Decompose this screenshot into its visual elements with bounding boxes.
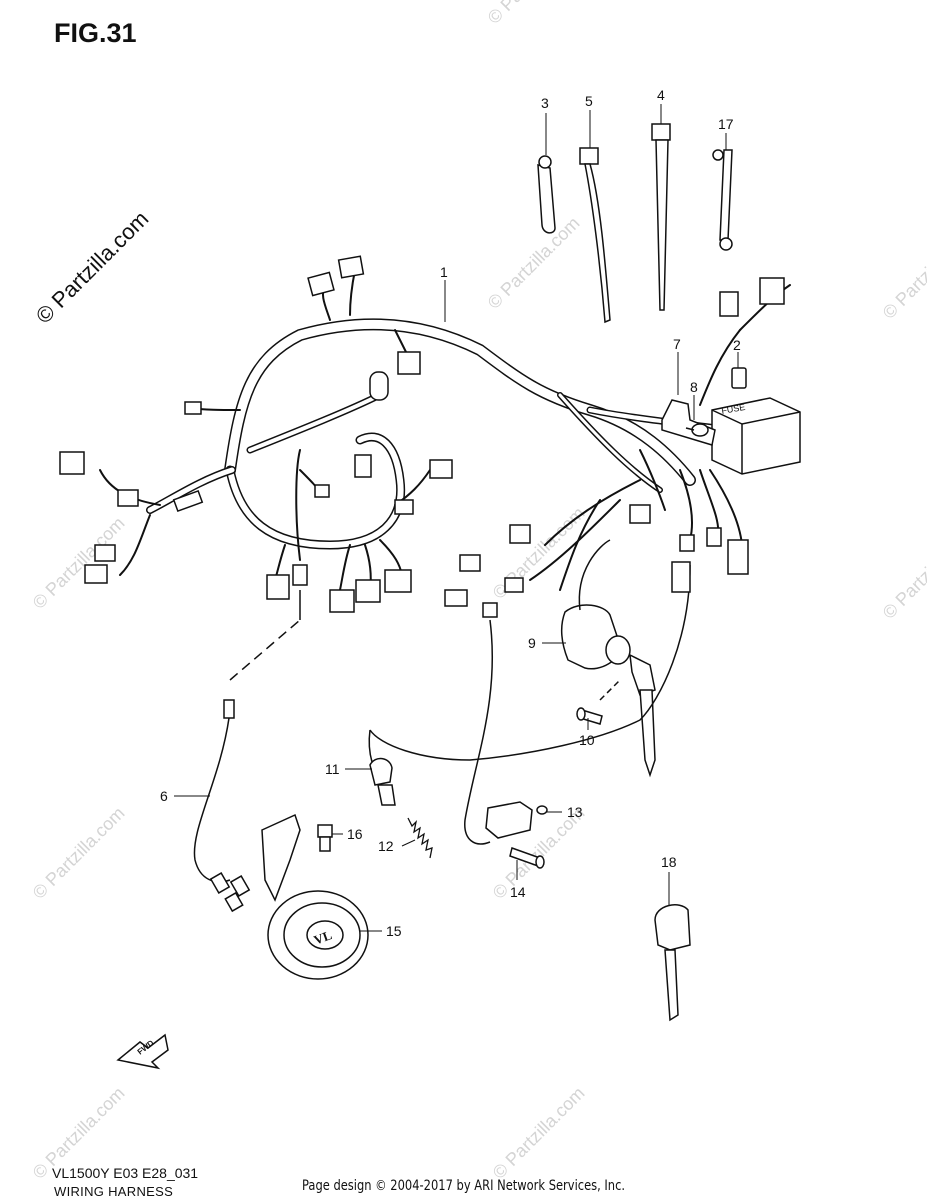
watermark-text: © Partzilla.com bbox=[29, 803, 129, 903]
side-cover[interactable]: VL bbox=[261, 813, 369, 980]
callout-16: 16 bbox=[347, 826, 363, 842]
ground-lead[interactable] bbox=[712, 149, 733, 251]
watermarks: © Partzilla.com © Partzilla.com © Partzi… bbox=[29, 0, 927, 1183]
callout-18: 18 bbox=[661, 854, 677, 870]
harness-connectors bbox=[59, 255, 785, 618]
section-name: WIRING HARNESS bbox=[54, 1184, 174, 1199]
ignition-wires bbox=[369, 539, 691, 845]
watermark-text: © Partzilla.com bbox=[489, 1083, 589, 1183]
callout-4: 4 bbox=[657, 87, 665, 103]
page-credit: Page design © 2004-2017 by ARI Network S… bbox=[302, 1178, 626, 1194]
callout-5: 5 bbox=[585, 93, 593, 109]
watermark-text: © Partzilla.com bbox=[29, 513, 129, 613]
rear-brake-switch[interactable] bbox=[368, 729, 396, 806]
watermark-text: © Partzilla.com bbox=[484, 213, 584, 313]
callout-2: 2 bbox=[733, 337, 741, 353]
fuse-box[interactable]: FUSE bbox=[711, 397, 801, 475]
front-brake-switch[interactable] bbox=[485, 801, 548, 839]
figure-title: FIG.31 bbox=[54, 18, 137, 48]
callout-9: 9 bbox=[528, 635, 536, 651]
ignition-key[interactable] bbox=[654, 904, 691, 1022]
part-callouts: 1 2 3 4 5 6 7 8 9 10 11 12 13 14 15 16 1… bbox=[160, 87, 741, 939]
battery-lead[interactable] bbox=[537, 155, 556, 234]
bracket-screw[interactable] bbox=[685, 423, 709, 437]
callout-13: 13 bbox=[567, 804, 583, 820]
cable-tie[interactable] bbox=[651, 123, 671, 311]
callout-7: 7 bbox=[673, 336, 681, 352]
callout-12: 12 bbox=[378, 838, 394, 854]
leader-lines bbox=[174, 104, 739, 932]
callout-6: 6 bbox=[160, 788, 168, 804]
watermark-text: © Partzilla.com bbox=[879, 223, 927, 323]
harness-clamp[interactable] bbox=[579, 147, 611, 324]
watermark-main: © Partzilla.com bbox=[31, 206, 154, 329]
fuse-box-label: FUSE bbox=[721, 402, 746, 416]
vl-badge-text: VL bbox=[312, 927, 334, 947]
watermark-text: © Partzilla.com bbox=[879, 523, 927, 623]
lead-wire[interactable] bbox=[193, 590, 301, 913]
forward-direction-arrow: FWD bbox=[116, 1033, 169, 1070]
callout-10: 10 bbox=[579, 732, 595, 748]
callout-17: 17 bbox=[718, 116, 734, 132]
callout-1: 1 bbox=[440, 264, 448, 280]
watermark-text: © Partzilla.com bbox=[484, 0, 584, 28]
switch-screw[interactable] bbox=[509, 847, 545, 869]
switch-spring[interactable] bbox=[407, 817, 433, 859]
fuse[interactable] bbox=[731, 367, 747, 389]
ignition-screw[interactable] bbox=[576, 679, 621, 725]
callout-15: 15 bbox=[386, 923, 402, 939]
model-code: VL1500Y E03 E28_031 bbox=[52, 1165, 199, 1181]
cover-bolt[interactable] bbox=[317, 824, 333, 852]
callout-14: 14 bbox=[510, 884, 526, 900]
callout-3: 3 bbox=[541, 95, 549, 111]
callout-8: 8 bbox=[690, 379, 698, 395]
ignition-switch[interactable] bbox=[560, 604, 656, 778]
fuse-bracket[interactable] bbox=[661, 399, 716, 446]
callout-11: 11 bbox=[325, 761, 340, 777]
